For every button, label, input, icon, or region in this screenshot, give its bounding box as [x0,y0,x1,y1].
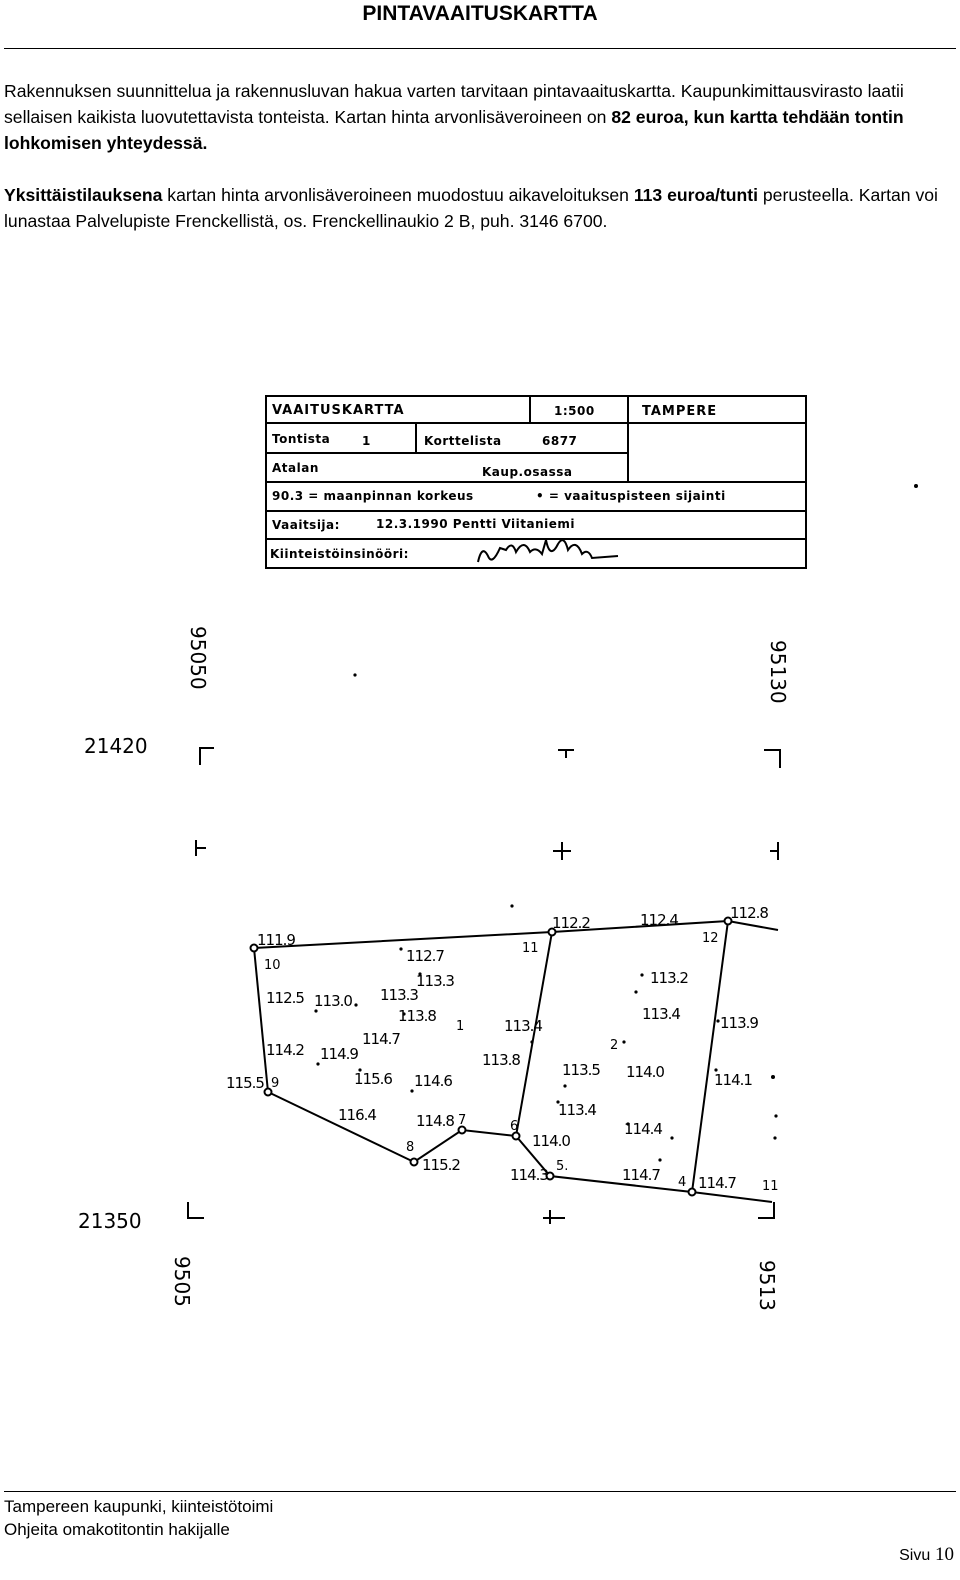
grid-x-right-bottom: 9513 [755,1260,779,1311]
elevation-label: 112.8 [730,904,768,922]
order-text-1: kartan hinta arvonlisäveroineen muodostu… [162,185,634,205]
title-divider [4,48,956,49]
grid-x-right: 95130 [766,640,790,704]
point-number: 11 [522,941,539,956]
page-number: Sivu 10 [899,1544,954,1566]
page-title: PINTAVAAITUSKARTTA [362,2,598,25]
order-text-2: perusteella. Kartan voi lunastaa Palvelu… [4,185,938,231]
elevation-label: 112.7 [406,947,444,965]
leveling-map: VAAITUSKARTTA 1:500 TAMPERE Tontista 1 K… [78,395,918,1311]
elevation-label: 114.2 [266,1041,304,1059]
signature-image [477,539,619,563]
footer-guide-title: Ohjeita omakotitontin hakijalle [4,1520,230,1539]
point-number: 6 [510,1119,518,1134]
map-header-scale: 1:500 [554,404,595,418]
parcel-boundaries [253,919,779,1203]
elevation-labels: 111.9 112.7 112.2 112.4 112.8 113.3 112.… [226,904,769,1192]
elevation-label: 113.4 [558,1101,596,1119]
point-numbers: 10 11 12 1 2 9 7 8 6 5. 4 11 [264,931,779,1194]
elevation-label: 114.8 [416,1112,454,1130]
elevation-label: 113.3 [380,986,418,1004]
grid-y-top: 21420 [84,734,148,758]
grid-ticks [187,747,781,1224]
point-number: 4 [678,1175,686,1190]
order-hourly-price: 113 euroa/tunti [633,185,758,205]
page-word: Sivu [899,1547,931,1564]
grid-x-left: 95050 [186,626,210,690]
point-number: 8 [406,1140,414,1155]
order-label: Yksittäistilauksena [4,185,163,205]
elevation-label: 114.0 [532,1132,570,1150]
elevation-label: 114.1 [714,1071,752,1089]
elevation-label: 113.4 [504,1017,542,1035]
map-header-vaaitsija-label: Vaaitsija: [272,518,340,532]
elevation-label: 113.3 [416,972,454,990]
point-number: 2 [610,1038,618,1053]
elevation-label: 111.9 [257,931,295,949]
map-header-tontti-value: 1 [362,434,371,448]
point-number: 7 [458,1113,466,1128]
grid-y-bottom: 21350 [78,1209,142,1233]
elevation-label: 113.5 [562,1061,600,1079]
intro-price: 82 euroa, kun kartta tehdään tontin lohk… [4,107,904,153]
elevation-label: 114.9 [320,1045,358,1063]
elevation-label: 115.6 [354,1070,392,1088]
intro-text: Rakennuksen suunnittelua ja rakennusluva… [4,81,904,127]
footer-organization: Tampereen kaupunki, kiinteistötoimi [4,1497,274,1516]
map-header-kortteli-label: Korttelista [424,434,502,448]
map-header-box [265,395,807,569]
map-header-title: VAAITUSKARTTA [272,403,405,418]
point-number: 1 [456,1019,464,1034]
map-header-legend-height: 90.3 = maanpinnan korkeus [272,489,474,503]
map-header-tontti-label: Tontista [272,432,330,446]
elevation-label: 114.0 [626,1063,664,1081]
elevation-label: 113.9 [720,1014,758,1032]
point-number: 12 [702,931,719,946]
elevation-label: 113.0 [314,992,352,1010]
map-header-insinoori-label: Kiinteistöinsinööri: [270,547,409,561]
map-header-city: TAMPERE [642,404,717,419]
point-number: 10 [264,958,281,973]
elevation-label: 113.8 [482,1051,520,1069]
elevation-label: 114.6 [414,1072,452,1090]
elevation-label: 114.3 [510,1166,548,1184]
elevation-label: 113.2 [650,969,688,987]
leveling-points [314,484,918,1162]
page-num: 10 [935,1544,954,1565]
elevation-label: 114.7 [698,1174,736,1192]
elevation-label: 112.4 [640,911,678,929]
grid-x-left-bottom: 9505 [170,1256,194,1307]
boundary-point-markers [249,916,733,1197]
map-header-vaaitsija-value: 12.3.1990 Pentti Viitaniemi [376,517,575,531]
elevation-label: 114.4 [624,1120,662,1138]
map-header-kaup: Kaup.osassa [482,465,572,479]
footer-divider [4,1491,956,1492]
map-header-atalan: Atalan [272,461,319,475]
intro-paragraph: Rakennuksen suunnittelua ja rakennusluva… [4,78,949,156]
map-header-kortteli-value: 6877 [542,434,577,448]
elevation-label: 114.7 [622,1166,660,1184]
elevation-label: 115.5 [226,1074,264,1092]
elevation-label: 112.2 [552,914,590,932]
point-number: 9 [271,1076,279,1091]
order-paragraph: Yksittäistilauksena kartan hinta arvonli… [4,182,949,234]
map-header-legend-point: • = vaaituspisteen sijainti [536,489,726,503]
elevation-label: 113.4 [642,1005,680,1023]
elevation-label: 113.8 [398,1007,436,1025]
elevation-label: 116.4 [338,1106,376,1124]
elevation-label: 112.5 [266,989,304,1007]
elevation-label: 114.7 [362,1030,400,1048]
elevation-label: 115.2 [422,1156,460,1174]
point-number: 11 [762,1179,779,1194]
point-number: 5. [556,1159,568,1174]
